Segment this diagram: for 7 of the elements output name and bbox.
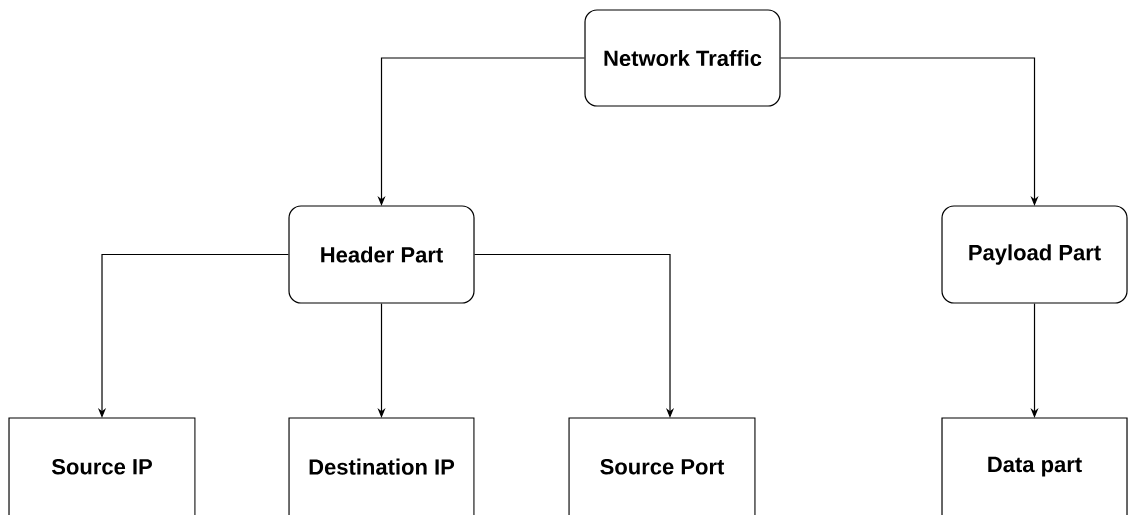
box: Data part [941, 417, 1128, 515]
box: Source Port [568, 417, 756, 515]
box: Source IP [8, 417, 196, 515]
box: Destination IP [288, 417, 475, 515]
rounded-box: Network Traffic [584, 9, 781, 107]
rounded-box: Payload Part [941, 205, 1128, 304]
rounded-box: Header Part [288, 205, 475, 304]
